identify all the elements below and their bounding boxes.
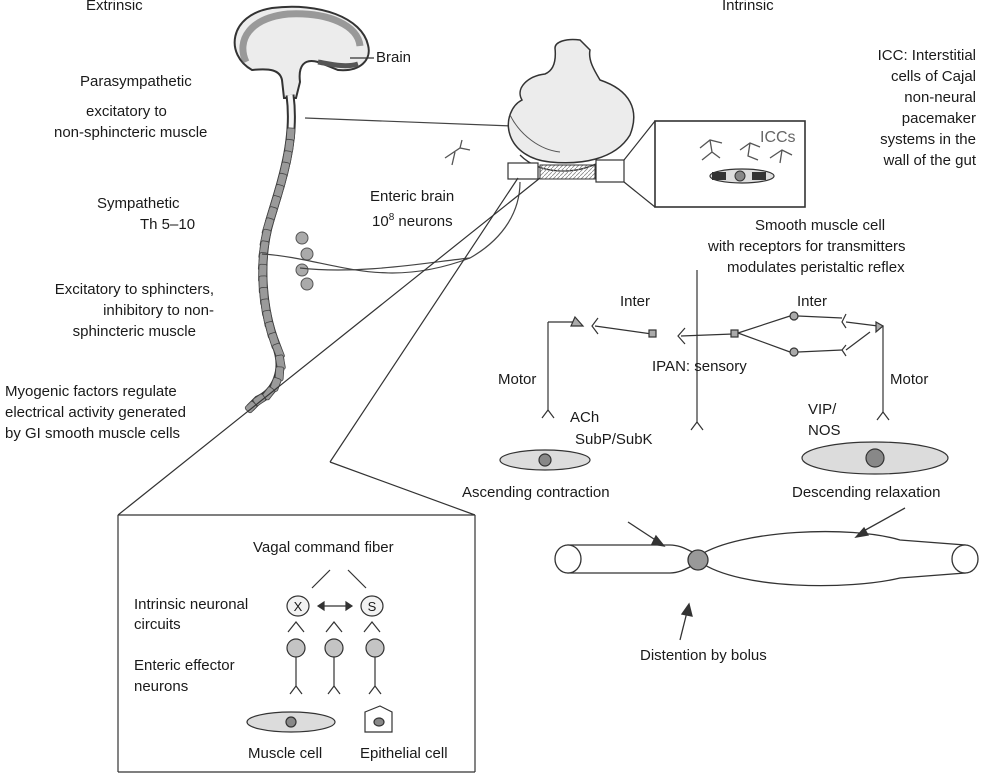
descending-relaxation-label: Descending relaxation — [792, 484, 941, 501]
motor-right-label: Motor — [890, 371, 929, 388]
extrinsic-heading: Extrinsic — [86, 0, 143, 14]
ipan-label: IPAN: sensory — [652, 358, 747, 375]
excitatory-node-x: X — [293, 599, 303, 614]
sphincters-desc-3: sphincteric muscle — [72, 323, 196, 340]
distention-label: Distention by bolus — [640, 647, 767, 664]
neuron-count-base: 10 — [372, 213, 389, 230]
muscle-cell-label: Muscle cell — [248, 745, 323, 762]
vertebra — [244, 400, 258, 414]
inhibitory-node-s: S — [367, 599, 377, 614]
ascending-contraction-label: Ascending contraction — [462, 484, 610, 501]
intrinsic-circuits-label-1: Intrinsic neuronal — [134, 596, 249, 613]
vip-label: VIP/ — [808, 401, 837, 418]
vagal-command-label: Vagal command fiber — [253, 539, 394, 556]
subp-label: SubP/SubK — [575, 431, 653, 448]
myogenic-desc-1: Myogenic factors regulate — [5, 383, 177, 400]
stomach-illustration — [444, 38, 635, 183]
parasympathetic-desc-2: non-sphincteric muscle — [54, 124, 208, 141]
icc-magnified-box — [623, 120, 806, 208]
icc-note-4: pacemaker — [901, 110, 976, 127]
sphincters-desc-2: inhibitory to non- — [103, 302, 214, 319]
epithelial-cell-label: Epithelial cell — [360, 745, 448, 762]
brain-label: Brain — [376, 49, 412, 66]
sympathetic-label: Sympathetic — [97, 195, 180, 212]
intrinsic-circuits-label-2: circuits — [134, 616, 181, 633]
intrinsic-heading: Intrinsic — [722, 0, 774, 14]
inter-left-label: Inter — [620, 293, 651, 310]
icc-note-6: wall of the gut — [883, 152, 976, 169]
enteric-brain-label: Enteric brain — [370, 188, 455, 205]
extrinsic-nerve-paths — [261, 117, 521, 274]
icc-note-5: systems in the — [880, 131, 976, 148]
peristaltic-reflex-circuit — [499, 270, 949, 475]
neuron-count-unit: neurons — [394, 213, 453, 230]
neuron-count-exponent: 8 — [388, 212, 395, 223]
sympathetic-segment: Th 5–10 — [140, 216, 196, 233]
smooth-muscle-desc-2: with receptors for transmitters — [708, 238, 906, 255]
parasympathetic-desc-1: excitatory to — [86, 103, 167, 120]
vertebra — [286, 127, 296, 141]
ganglion — [295, 231, 309, 245]
inset-callout-lines — [117, 177, 541, 773]
icc-note-1: ICC: Interstitial — [877, 47, 976, 64]
ganglion — [300, 247, 314, 261]
sphincters-desc-1: Excitatory to sphincters, — [54, 281, 214, 298]
ganglion — [300, 277, 314, 291]
effector-neurons-label-1: Enteric effector — [134, 657, 235, 674]
icc-note-2: cells of Cajal — [890, 68, 976, 85]
myogenic-desc-3: by GI smooth muscle cells — [5, 425, 181, 442]
inter-right-label: Inter — [797, 293, 828, 310]
smooth-muscle-desc-3: modulates peristaltic reflex — [727, 259, 905, 276]
effector-neurons-label-2: neurons — [134, 678, 189, 695]
vertebrae — [244, 127, 296, 414]
ach-label: ACh — [570, 409, 600, 426]
parasympathetic-label: Parasympathetic — [80, 73, 192, 90]
iccs-label: ICCs — [760, 129, 796, 146]
sympathetic-ganglia — [295, 231, 314, 291]
intestine-bolus — [554, 507, 979, 641]
smooth-muscle-desc-1: Smooth muscle cell — [755, 217, 886, 234]
myogenic-desc-2: electrical activity generated — [5, 404, 186, 421]
brain-illustration — [233, 5, 374, 99]
ganglion — [295, 263, 309, 277]
inset-circuit — [246, 569, 393, 733]
spinal-column-illustration — [244, 94, 314, 414]
nos-label: NOS — [808, 422, 841, 439]
enteric-brain-neurons: 108 neurons — [372, 208, 453, 231]
motor-left-label: Motor — [498, 371, 537, 388]
icc-note-3: non-neural — [904, 89, 976, 106]
